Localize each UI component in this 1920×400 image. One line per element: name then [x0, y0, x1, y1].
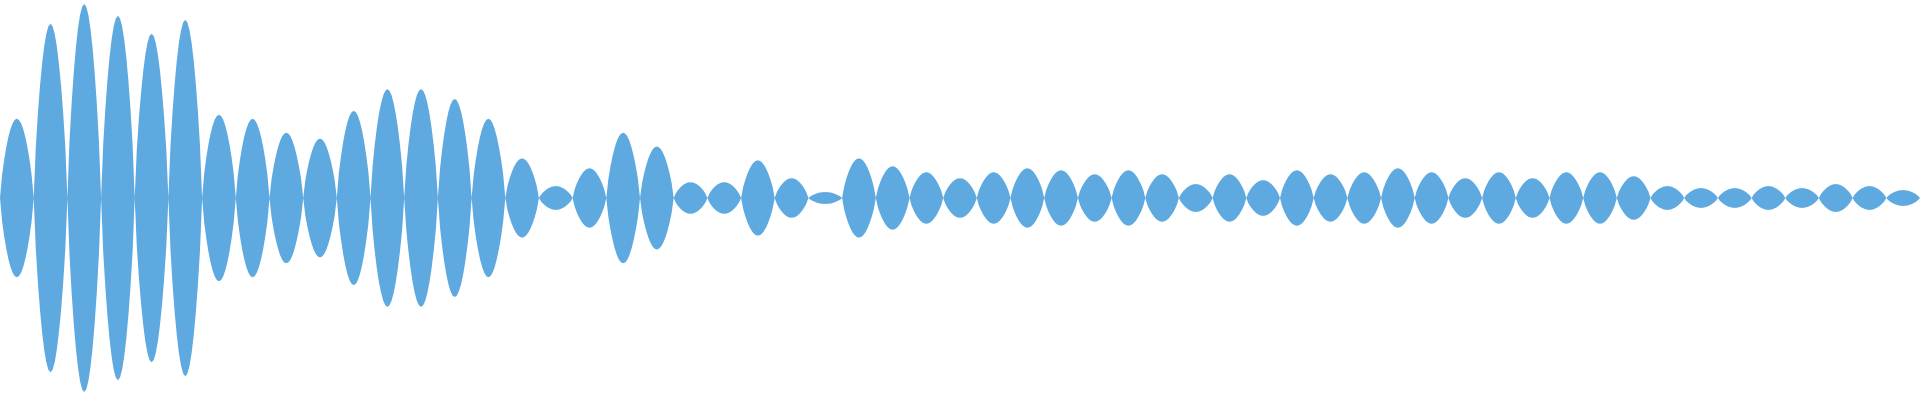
waveform-shape	[0, 4, 1920, 392]
